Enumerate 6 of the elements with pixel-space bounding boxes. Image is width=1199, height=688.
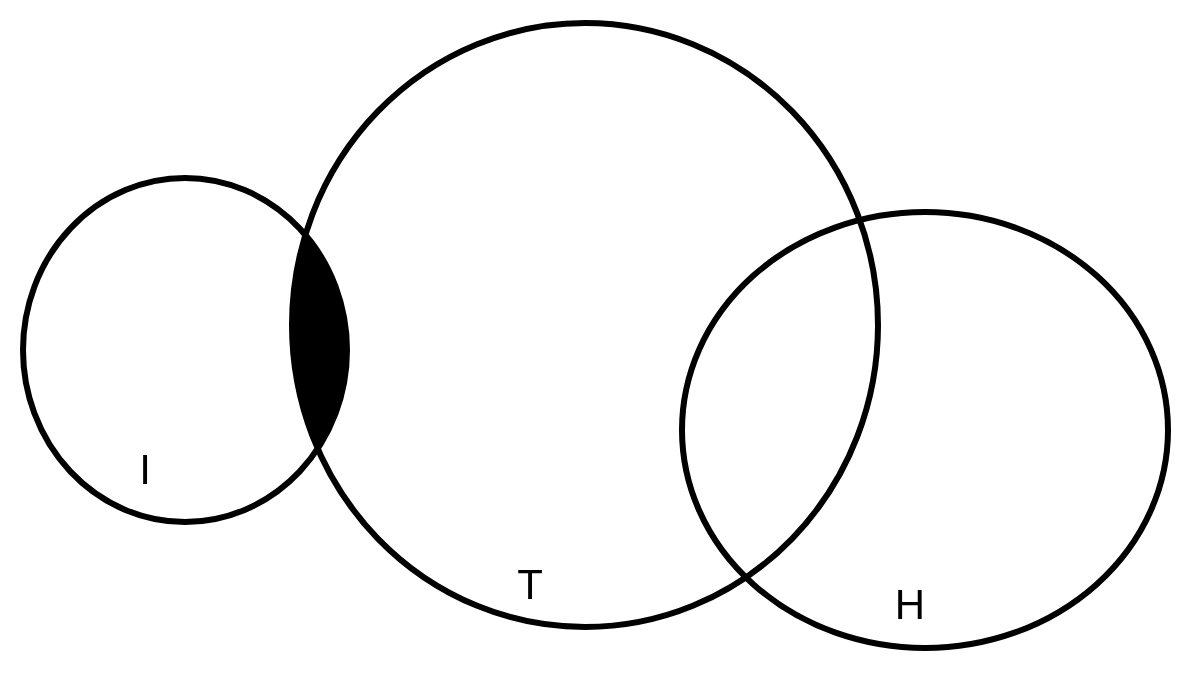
set-circle [20,175,350,525]
set-label: I [139,449,151,491]
set-circle [679,209,1171,651]
set-label: H [894,584,926,626]
set-circle [289,20,881,630]
set-label: T [517,564,543,606]
